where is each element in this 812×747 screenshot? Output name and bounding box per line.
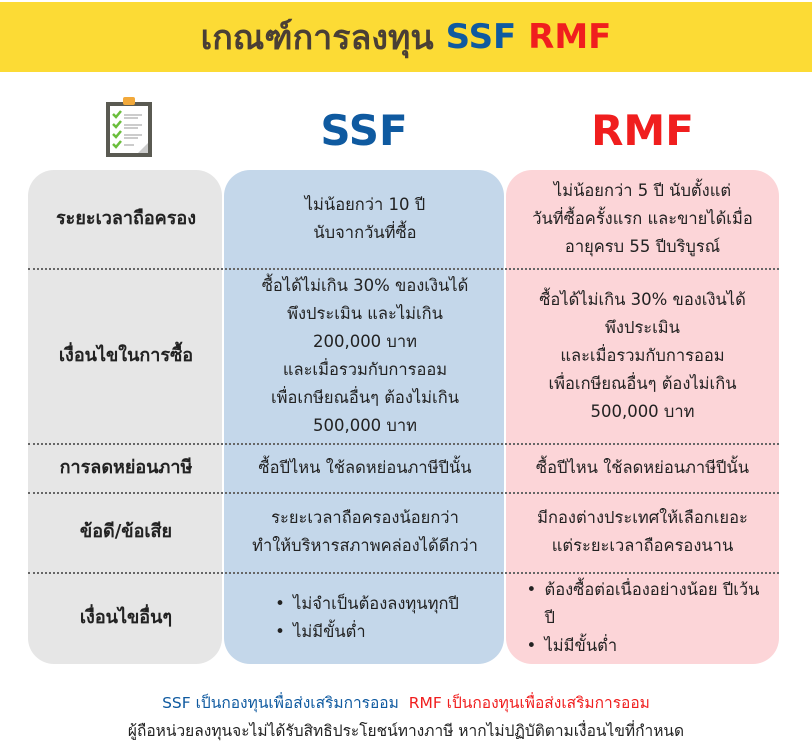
- ssf-cell: ระยะเวลาถือครองน้อยกว่าทำให้บริหารสภาพคล…: [224, 492, 506, 572]
- rmf-cell: ต้องซื้อต่อเนื่องอย่างน้อย ปีเว้นปีไม่มี…: [506, 572, 779, 664]
- rmf-cell: ซื้อปีไหน ใช้ลดหย่อนภาษีปีนั้น: [506, 443, 779, 492]
- ssf-text-line: พึงประเมิน และไม่เกิน: [287, 303, 443, 323]
- row-divider: [28, 443, 779, 445]
- rmf-text-line: ไม่มีขั้นต่ำ: [523, 632, 763, 660]
- rmf-text-line: อายุครบ 55 ปีบริบูรณ์: [564, 237, 721, 256]
- rmf-text-line: 500,000 บาท: [590, 401, 695, 421]
- ssf-text-line: ระยะเวลาถือครองน้อยกว่า: [271, 508, 459, 527]
- ssf-column-header: SSF: [320, 105, 408, 155]
- ssf-bullet-list: ไม่จำเป็นต้องลงทุนทุกปีไม่มีขั้นต่ำ: [271, 590, 459, 646]
- rmf-text-line: เพื่อเกษียณอื่นๆ ต้องไม่เกิน: [548, 373, 737, 393]
- rmf-column-header: RMF: [591, 105, 694, 155]
- ssf-text-line: 200,000 บาท: [312, 331, 418, 351]
- row-label: เงื่อนไขในการซื้อ: [58, 344, 194, 366]
- title-main: เกณฑ์การลงทุน: [200, 18, 434, 58]
- ssf-text-line: ซื้อได้ไม่เกิน 30% ของเงินได้: [261, 275, 469, 295]
- rmf-text-line: พึงประเมิน: [605, 317, 680, 337]
- row-label: ระยะเวลาถือครอง: [56, 208, 196, 229]
- rmf-note: RMF เป็นกองทุนเพื่อส่งเสริมการออม: [408, 694, 650, 712]
- rmf-cell: ไม่น้อยกว่า 5 ปี นับตั้งแต่วันที่ซื้อครั…: [506, 170, 779, 268]
- table-row: เงื่อนไขอื่นๆไม่จำเป็นต้องลงทุนทุกปีไม่ม…: [28, 572, 779, 664]
- ssf-text-line: 500,000 บาท: [312, 415, 418, 435]
- ssf-text-line: ทำให้บริหารสภาพคล่องได้ดีกว่า: [252, 536, 478, 555]
- rmf-text-line: ซื้อได้ไม่เกิน 30% ของเงินได้: [539, 289, 746, 309]
- ssf-text-line: ซื้อปีไหน ใช้ลดหย่อนภาษีปีนั้น: [258, 457, 472, 477]
- ssf-column: [224, 170, 504, 664]
- ssf-text-line: ไม่น้อยกว่า 10 ปี: [304, 195, 426, 214]
- rmf-text-line: ไม่น้อยกว่า 5 ปี นับตั้งแต่: [553, 181, 732, 200]
- ssf-text-line: ไม่มีขั้นต่ำ: [271, 618, 459, 646]
- rmf-text-line: วันที่ซื้อครั้งแรก และขายได้เมื่อ: [532, 209, 753, 228]
- rmf-cell: มีกองต่างประเทศให้เลือกเยอะแต่ระยะเวลาถื…: [506, 492, 779, 572]
- table-row: ระยะเวลาถือครอง ไม่น้อยกว่า 10 ปีนับจากวั…: [28, 170, 779, 268]
- checklist-clipboard-icon: [106, 97, 152, 157]
- ssf-text-line: นับจากวันที่ซื้อ: [313, 223, 417, 242]
- row-divider: [28, 572, 779, 574]
- rmf-text-line: ซื้อปีไหน ใช้ลดหย่อนภาษีปีนั้น: [535, 457, 750, 477]
- footer-notes: SSF เป็นกองทุนเพื่อส่งเสริมการออม RMF เป…: [0, 690, 812, 715]
- table-row: เงื่อนไขในการซื้อ ซื้อได้ไม่เกิน 30% ของเ…: [28, 268, 779, 443]
- table-row: ข้อดี/ข้อเสีย ระยะเวลาถือครองน้อยกว่าทำให…: [28, 492, 779, 572]
- ssf-text-line: เพื่อเกษียณอื่นๆ ต้องไม่เกิน: [271, 387, 459, 407]
- title-banner: เกณฑ์การลงทุน SSF RMF: [0, 2, 812, 72]
- row-divider: [28, 268, 779, 270]
- rmf-text-line: แต่ระยะเวลาถือครองนาน: [551, 536, 734, 555]
- row-label: ข้อดี/ข้อเสีย: [79, 521, 173, 542]
- row-label: การลดหย่อนภาษี: [59, 456, 193, 478]
- label-column: [28, 170, 222, 664]
- ssf-text-line: และเมื่อรวมกับการออม: [282, 359, 448, 379]
- rmf-bullet-list: ต้องซื้อต่อเนื่องอย่างน้อย ปีเว้นปีไม่มี…: [523, 576, 763, 660]
- rmf-text-line: มีกองต่างประเทศให้เลือกเยอะ: [537, 508, 748, 527]
- row-label: เงื่อนไขอื่นๆ: [79, 607, 173, 628]
- footer-warning: ผู้ถือหน่วยลงทุนจะไม่ได้รับสิทธิประโยชน์…: [127, 722, 685, 740]
- title-rmf: RMF: [528, 17, 612, 57]
- ssf-cell: ซื้อได้ไม่เกิน 30% ของเงินได้พึงประเมิน …: [224, 268, 506, 443]
- rmf-text-line: ต้องซื้อต่อเนื่องอย่างน้อย ปีเว้นปี: [523, 576, 763, 632]
- ssf-cell: ไม่จำเป็นต้องลงทุนทุกปีไม่มีขั้นต่ำ: [224, 572, 506, 664]
- title-ssf: SSF: [445, 17, 517, 57]
- ssf-text-line: ไม่จำเป็นต้องลงทุนทุกปี: [271, 590, 459, 618]
- row-divider: [28, 492, 779, 494]
- rmf-text-line: และเมื่อรวมกับการออม: [560, 345, 725, 365]
- ssf-cell: ไม่น้อยกว่า 10 ปีนับจากวันที่ซื้อ: [224, 170, 506, 268]
- rmf-cell: ซื้อได้ไม่เกิน 30% ของเงินได้พึงประเมินแ…: [506, 268, 779, 443]
- ssf-note: SSF เป็นกองทุนเพื่อส่งเสริมการออม: [162, 694, 399, 712]
- ssf-cell: ซื้อปีไหน ใช้ลดหย่อนภาษีปีนั้น: [224, 443, 506, 492]
- table-row: การลดหย่อนภาษี ซื้อปีไหน ใช้ลดหย่อนภาษีปี…: [28, 443, 779, 492]
